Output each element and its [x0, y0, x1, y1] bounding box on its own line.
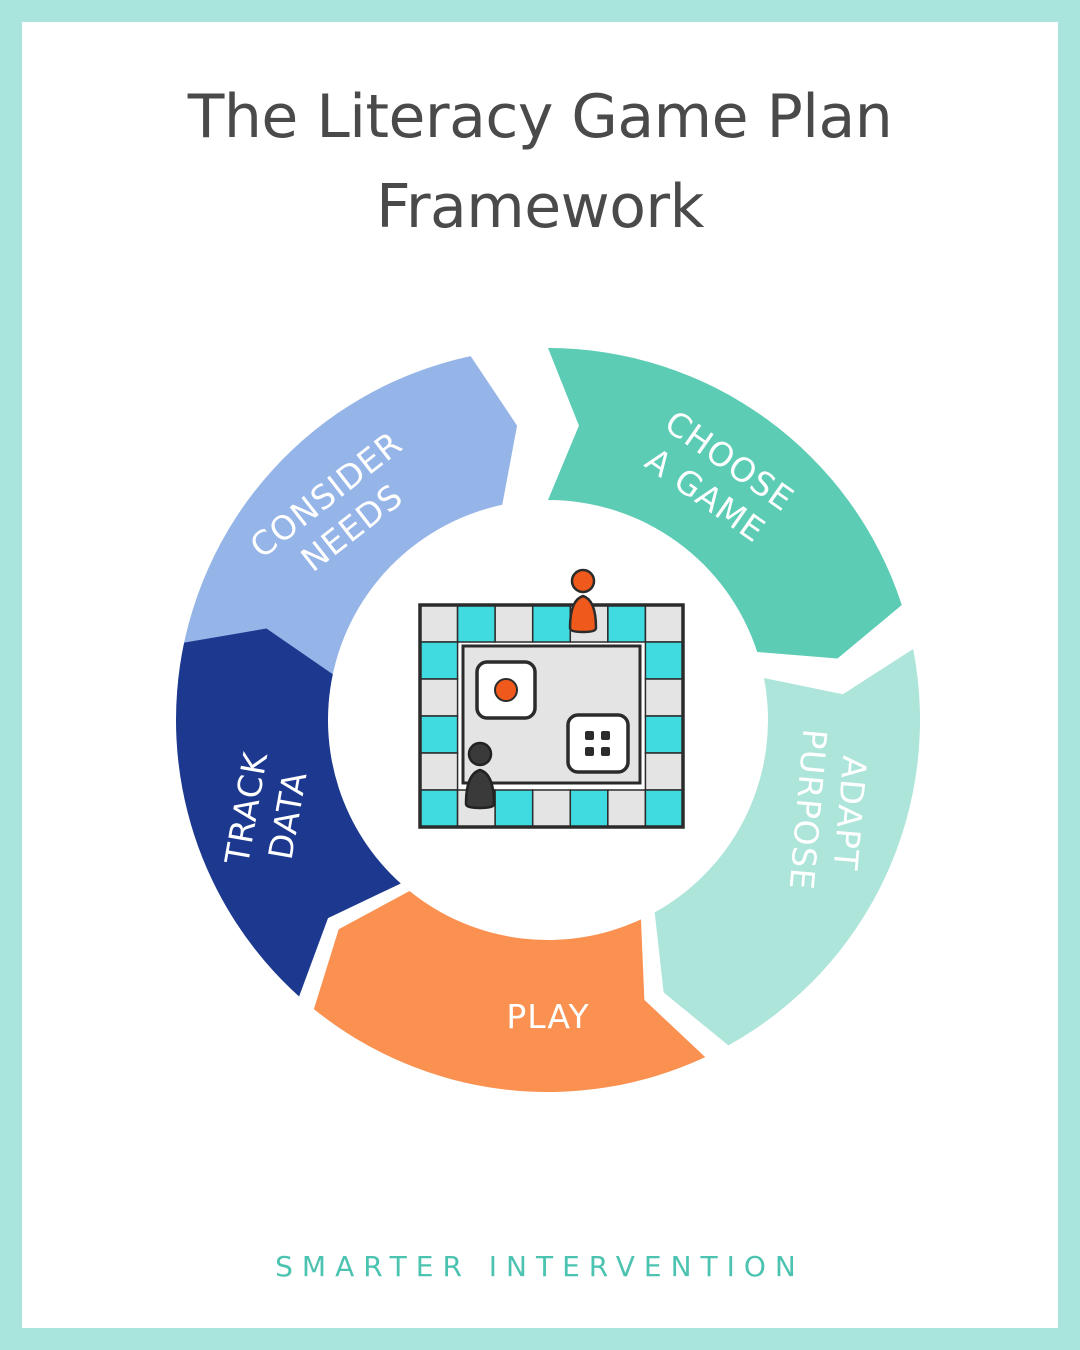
- board-tile: [644, 715, 684, 754]
- board-game-icon: [418, 568, 685, 829]
- board-tile: [607, 604, 647, 643]
- brand-footer: SMARTER INTERVENTION: [275, 1250, 805, 1283]
- board-tile: [494, 789, 534, 828]
- board-tile: [569, 789, 609, 828]
- board-tile: [419, 604, 459, 643]
- board-tile: [531, 789, 572, 828]
- board-tile: [531, 604, 572, 643]
- title-line-2: Framework: [376, 172, 704, 242]
- board-tile: [644, 641, 684, 680]
- dark-pawn-icon: [464, 741, 496, 810]
- board-tile: [419, 715, 459, 754]
- board-tile: [607, 789, 647, 828]
- board-tile: [644, 678, 684, 717]
- board-tile: [644, 752, 684, 791]
- label-play: PLAY: [506, 997, 589, 1036]
- label-play-line: PLAY: [506, 997, 589, 1036]
- board-track: [419, 604, 684, 828]
- segment-track-data: [175, 628, 401, 997]
- board-tile: [644, 604, 684, 643]
- segment-choose-a-game: [548, 348, 902, 659]
- board-tile: [456, 604, 496, 643]
- segment-play: [313, 890, 706, 1092]
- page-title: The Literacy Game Plan Framework: [0, 72, 1080, 252]
- board-tile: [494, 604, 534, 643]
- label-track-data: TRACKDATA: [217, 748, 317, 875]
- segment-adapt-purpose: [654, 649, 920, 1046]
- title-line-1: The Literacy Game Plan: [187, 82, 893, 152]
- board-tile: [419, 789, 459, 828]
- orange-pawn-icon: [568, 568, 598, 634]
- board-tile: [419, 678, 459, 717]
- board-tile: [644, 789, 684, 828]
- board-outline: [418, 603, 685, 829]
- die-one-icon: [475, 660, 537, 720]
- board-tile: [419, 752, 459, 791]
- board-tile: [419, 641, 459, 680]
- die-four-icon: [566, 713, 630, 774]
- segment-consider-needs: [178, 356, 518, 698]
